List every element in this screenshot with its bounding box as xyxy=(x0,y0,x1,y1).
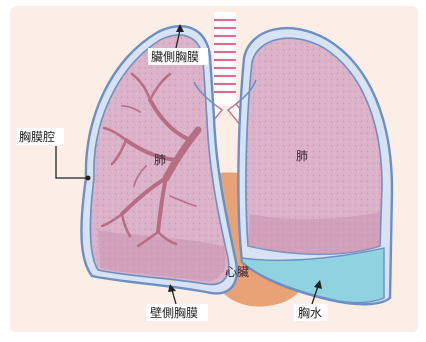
label-heart: 心臟 xyxy=(225,265,249,279)
label-pleural-effusion: 胸水 xyxy=(298,305,322,320)
label-left-lung: 肺 xyxy=(154,153,166,167)
label-parietal-pleura: 壁側胸膜 xyxy=(150,305,198,320)
label-pleural-cavity: 胸膜腔 xyxy=(19,129,55,144)
label-visceral-pleura: 臟側胸膜 xyxy=(151,49,199,64)
label-right-lung: 肺 xyxy=(296,149,308,163)
